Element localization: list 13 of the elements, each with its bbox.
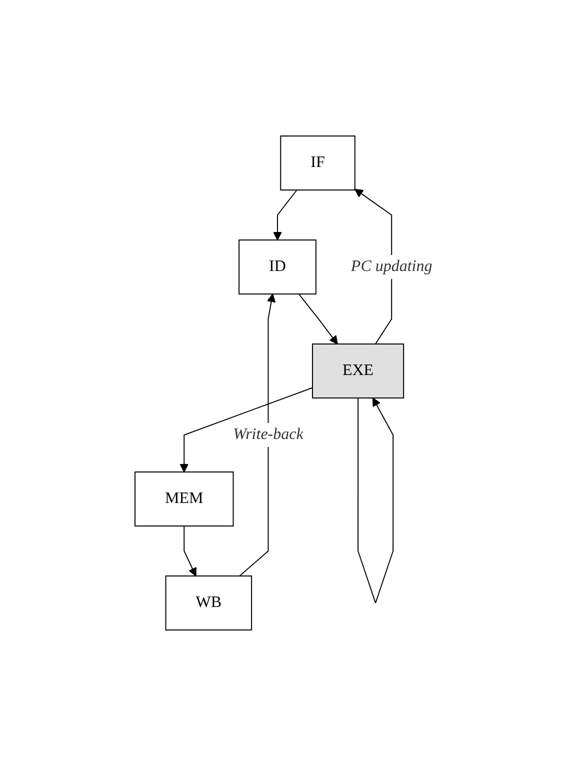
node-box: EXE: [312, 343, 404, 398]
arrow: [238, 293, 276, 576]
arrow: [357, 397, 394, 603]
edge-label: Write-back: [232, 425, 304, 442]
arrow: [180, 386, 313, 472]
arrow: [183, 525, 196, 576]
arrow: [298, 293, 338, 344]
node-box: WB: [165, 575, 252, 630]
node-box: MEM: [134, 471, 234, 526]
node-box: ID: [238, 239, 316, 294]
arrow: [272, 189, 298, 240]
node-box: IF: [280, 135, 356, 190]
edge-label: PC updating: [350, 258, 432, 275]
